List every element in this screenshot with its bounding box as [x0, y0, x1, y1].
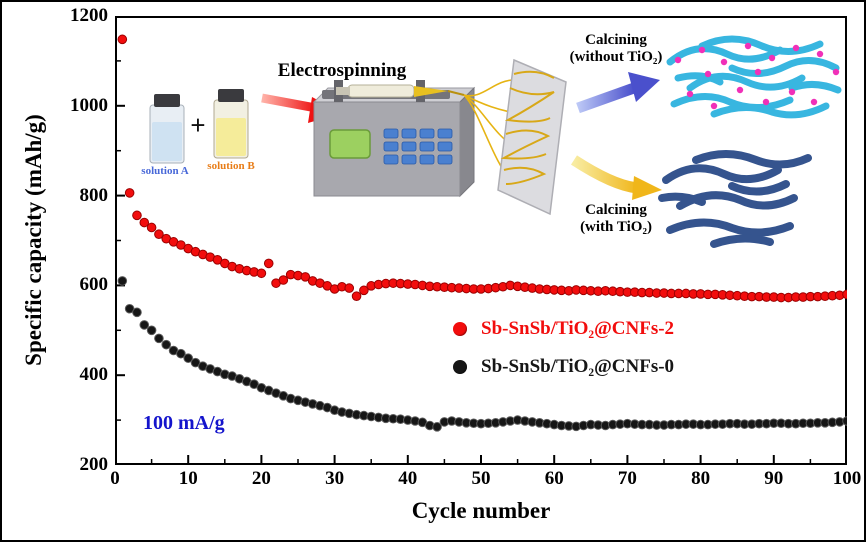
x-tick-label: 30 [325, 468, 345, 489]
legend-label: Sb-SnSb/TiO₂@CNFs-2 [481, 318, 675, 339]
data-point [351, 291, 362, 301]
series-plot [115, 16, 847, 465]
y-tick-label: 1000 [70, 94, 108, 116]
data-point [139, 217, 150, 228]
data-point [263, 258, 274, 269]
data-point [300, 272, 311, 282]
legend-marker [453, 322, 467, 336]
solution-b-label: solution B [207, 160, 255, 172]
x-tick-label: 10 [178, 468, 198, 489]
calcining-without-tio2-line2: (without TiO₂) [569, 49, 663, 66]
data-point [256, 268, 267, 279]
data-point [154, 229, 164, 240]
data-point [132, 210, 142, 221]
plot-frame [115, 16, 847, 465]
x-tick-label: 0 [110, 468, 120, 489]
y-tick-label: 600 [79, 274, 109, 296]
solution-a-label: solution A [141, 165, 189, 177]
data-point [176, 348, 186, 359]
y-tick-label: 200 [79, 454, 109, 475]
data-point [432, 422, 442, 432]
calcining-without-tio2-label: Calcining (without TiO₂) [548, 32, 684, 67]
x-tick-label: 70 [617, 468, 637, 489]
data-point [842, 416, 847, 426]
data-point [117, 34, 128, 45]
plus-sign: + [190, 110, 206, 140]
calcining-with-tio2-label: Calcining (with TiO₂) [548, 202, 684, 237]
data-point [161, 339, 172, 350]
electrospinning-label: Electrospinning [277, 60, 407, 81]
calcining-with-tio2-line1: Calcining [585, 202, 647, 218]
x-tick-label: 50 [471, 468, 491, 489]
data-point [842, 289, 847, 300]
data-point [183, 353, 193, 363]
calcining-without-tio2-line1: Calcining [585, 32, 647, 48]
x-tick-label: 60 [544, 468, 564, 489]
legend-item: Sb-SnSb/TiO₂@CNFs-2 [453, 318, 674, 340]
data-point [154, 333, 164, 344]
y-axis-label: Specific capacity (mAh/g) [21, 114, 46, 366]
data-point [278, 275, 289, 285]
y-tick-label: 400 [79, 364, 109, 386]
y-tick-label: 800 [79, 184, 109, 206]
data-point [359, 285, 369, 296]
y-tick-label: 1200 [70, 5, 108, 26]
data-point [344, 283, 355, 293]
calcining-with-tio2-line2: (with TiO₂) [580, 219, 652, 236]
data-point [146, 222, 157, 233]
x-axis-label: Cycle number [411, 498, 551, 523]
legend-label: Sb-SnSb/TiO₂@CNFs-0 [481, 356, 675, 377]
x-tick-label: 90 [764, 468, 784, 489]
legend-item: Sb-SnSb/TiO₂@CNFs-0 [453, 356, 674, 378]
x-tick-label: 40 [398, 468, 418, 489]
data-point [139, 320, 150, 330]
x-tick-label: 100 [832, 468, 862, 489]
data-point [132, 307, 142, 318]
data-point [146, 325, 157, 336]
current-density-annotation: 100 mA/g [143, 412, 225, 434]
x-tick-label: 80 [691, 468, 711, 489]
data-point [124, 188, 135, 198]
legend-marker [453, 360, 467, 374]
x-tick-label: 20 [251, 468, 271, 489]
data-point [117, 276, 128, 286]
